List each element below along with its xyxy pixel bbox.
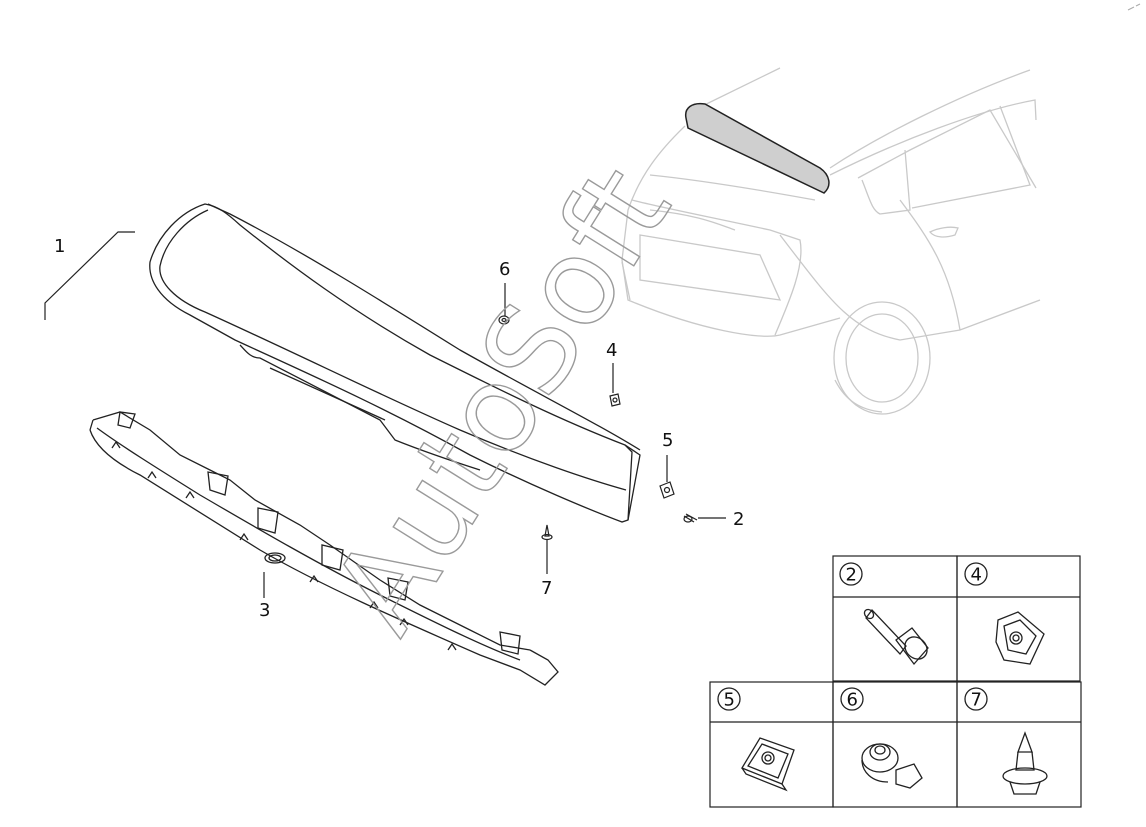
fastener-4-small [609, 393, 621, 407]
callout-6: 6 [499, 259, 510, 280]
callout-2: 2 [733, 509, 744, 530]
legend-number-2: 2 [846, 565, 857, 586]
callout-1: 1 [54, 236, 65, 257]
legend-number-4: 4 [971, 565, 982, 586]
callout-3: 3 [259, 600, 270, 621]
callout-labels: 1 2 3 4 5 6 7 [54, 236, 744, 621]
legend-cell-4: 4 [964, 562, 1045, 665]
rear-spoiler-part-1 [149, 203, 641, 523]
callout-7: 7 [541, 578, 552, 599]
fastener-legend [709, 555, 1082, 808]
leader-lines [44, 231, 726, 598]
fastener-7-small [541, 524, 553, 541]
vehicle-outline [621, 67, 1041, 415]
legend-number-6: 6 [847, 690, 858, 711]
pin-rivet-icon [1002, 731, 1048, 795]
corner-mark [1127, 3, 1141, 11]
clip-nut-icon [741, 737, 795, 792]
callout-4: 4 [606, 340, 617, 361]
legend-cell-6: 6 [840, 687, 923, 789]
legend-cell-7: 7 [964, 687, 1048, 795]
cage-nut-icon [995, 611, 1045, 665]
fastener-6-small [498, 315, 510, 325]
legend-number-5: 5 [724, 690, 735, 711]
callout-5: 5 [662, 430, 673, 451]
push-rivet-icon [861, 743, 923, 789]
legend-number-7: 7 [971, 690, 982, 711]
bolt-icon [863, 608, 929, 666]
fastener-2-small [683, 513, 698, 523]
spoiler-location-highlight [684, 102, 830, 194]
legend-cell-2: 2 [839, 562, 929, 666]
legend-cell-5: 5 [717, 687, 795, 792]
mounting-bracket-part-3 [89, 411, 559, 686]
fastener-5-small [659, 481, 675, 499]
